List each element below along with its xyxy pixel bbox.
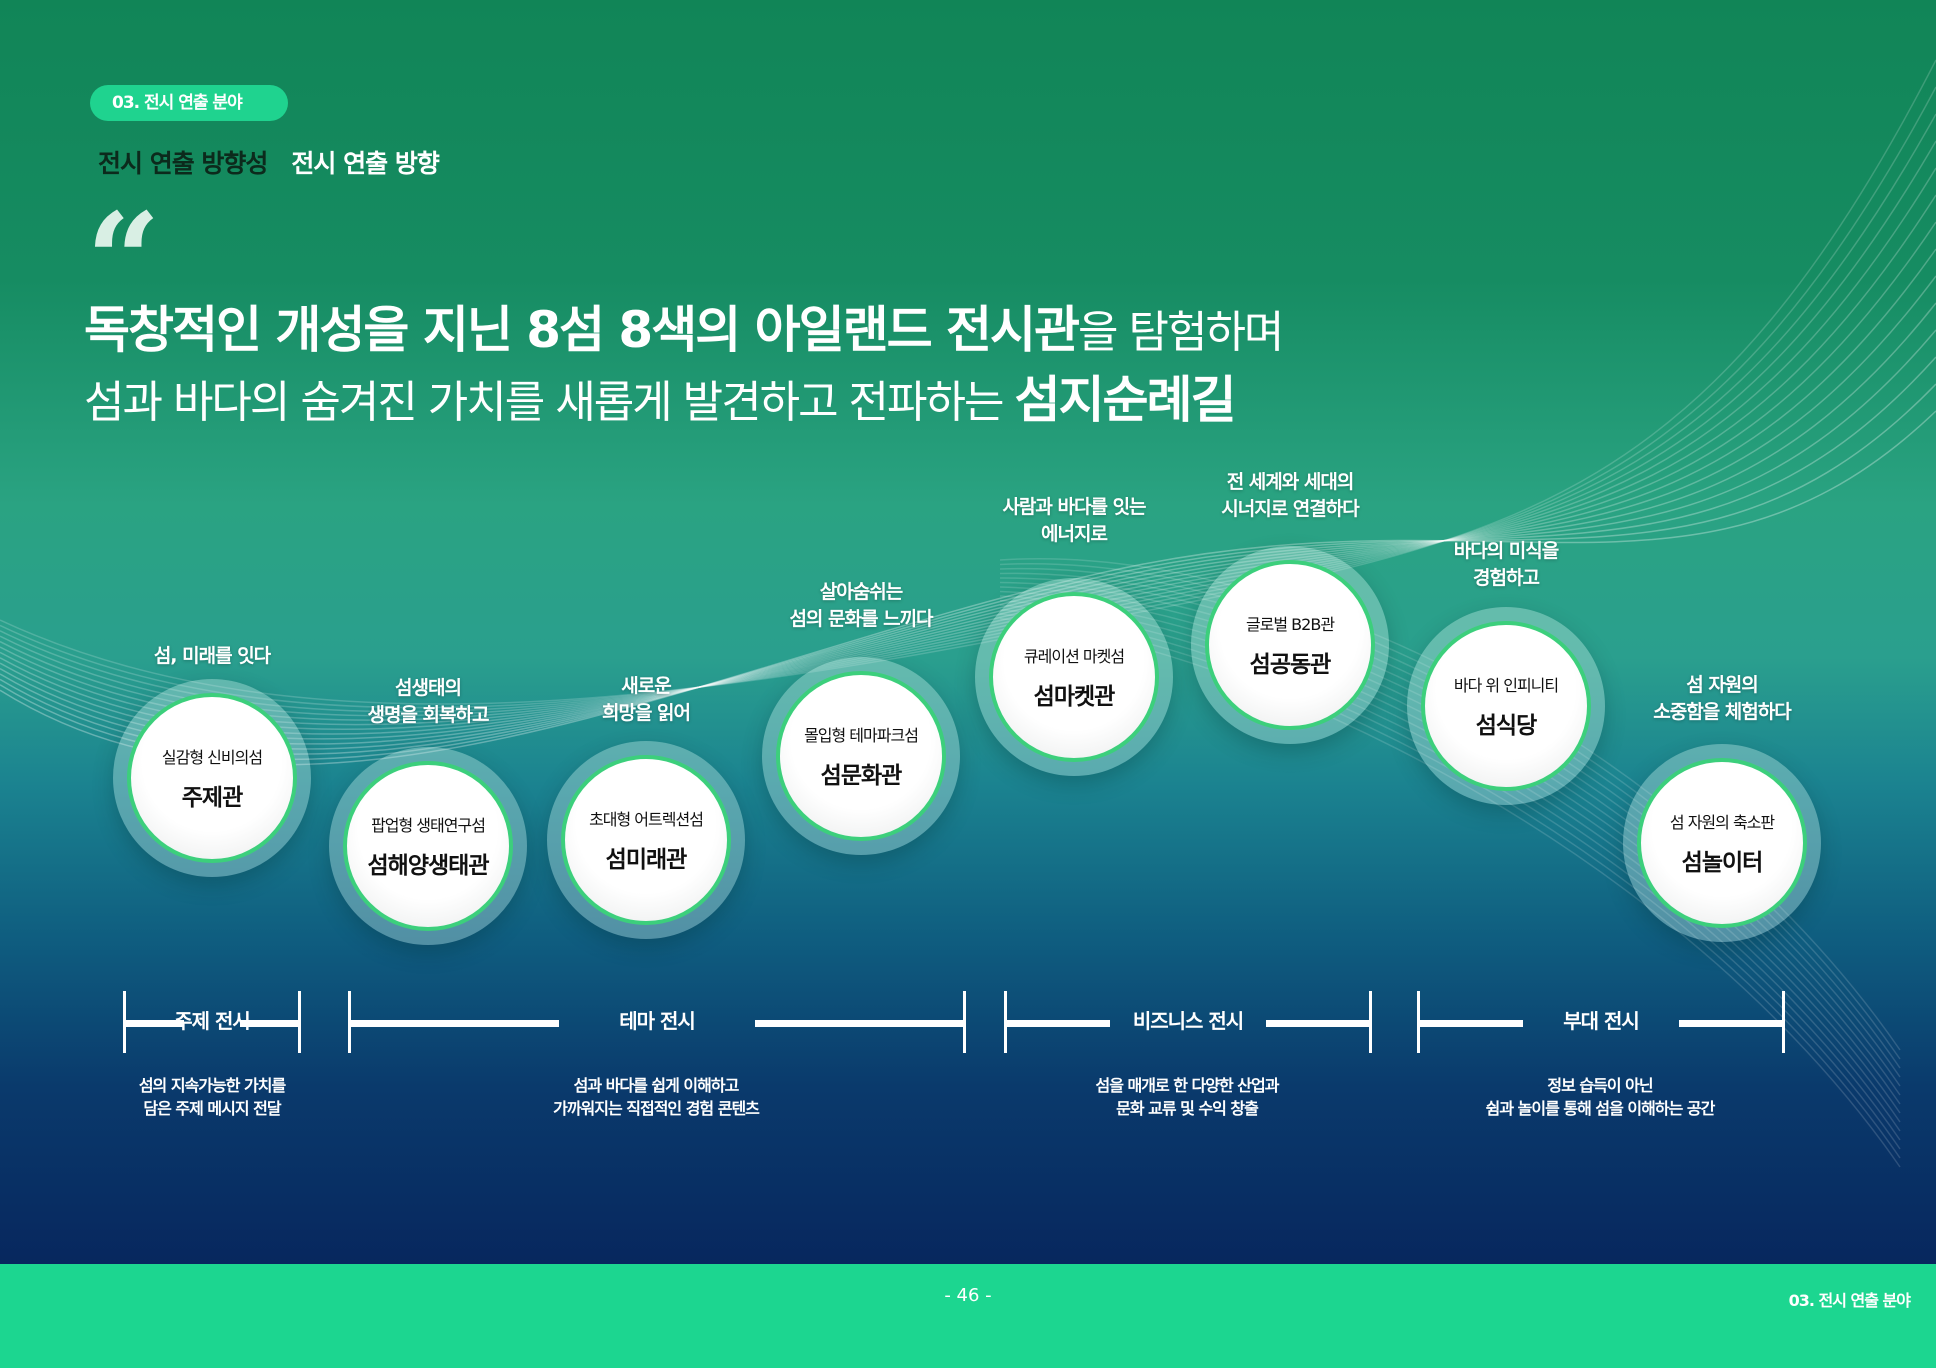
hall-type: 실감형 신비의섬 (161, 748, 263, 767)
headline-line2: 섬과 바다의 숨겨진 가치를 새롭게 발견하고 전파하는 섬지순례길 (84, 360, 1236, 432)
hall-type: 글로벌 B2B관 (1245, 615, 1335, 634)
group-bracket: 비즈니스 전시 (1004, 991, 1372, 1053)
hall-caption: 섬생태의 생명을 회복하고 (367, 677, 490, 726)
subtitle-dark: 전시 연출 방향성 (98, 149, 268, 178)
hall-circle[interactable]: 팝업형 생태연구섬 섬해양생태관 (329, 747, 527, 945)
hall-caption: 사람과 바다를 잇는 에너지로 (1002, 496, 1146, 545)
page-number: - 46 - (944, 1285, 992, 1306)
group-description: 섬과 바다를 쉽게 이해하고 가까워지는 직접적인 경험 콘텐츠 (553, 1076, 760, 1118)
section-pill: 03. 전시 연출 분야 (90, 85, 288, 121)
hall-name: 섬공동관 (1249, 652, 1332, 678)
hall-name: 주제관 (181, 785, 243, 811)
hall-circle[interactable]: 실감형 신비의섬 주제관 (113, 679, 311, 877)
hall-card: 초대형 어트렉션섬 섬미래관 (561, 755, 731, 925)
group-label: 비즈니스 전시 (1132, 1009, 1244, 1033)
subtitle-light: 전시 연출 방향 (291, 149, 439, 178)
background (0, 0, 1936, 1264)
page-subtitle: 전시 연출 방향성 전시 연출 방향 (98, 144, 440, 180)
hall-caption: 섬, 미래를 잇다 (153, 645, 271, 667)
hall-type: 초대형 어트렉션섬 (589, 810, 704, 829)
group-label: 부대 전시 (1563, 1009, 1640, 1033)
headline-light: 을 탐험하며 (1078, 307, 1284, 358)
hall-name: 섬문화관 (820, 763, 903, 789)
hall-type: 바다 위 인피니티 (1453, 676, 1559, 695)
hall-circle[interactable]: 큐레이션 마켓섬 섬마켓관 (975, 578, 1173, 776)
hall-circle[interactable]: 글로벌 B2B관 섬공동관 (1191, 546, 1389, 744)
group-label: 테마 전시 (619, 1009, 696, 1033)
hall-card: 섬 자원의 축소판 섬놀이터 (1637, 758, 1807, 928)
footer-section: 03. 전시 연출 분야 (1788, 1291, 1911, 1310)
hall-name: 섬놀이터 (1681, 850, 1764, 876)
group-description: 정보 습득이 아닌 쉼과 놀이를 통해 섬을 이해하는 공간 (1485, 1076, 1716, 1118)
hall-card: 실감형 신비의섬 주제관 (127, 693, 297, 863)
quote-icon: “ (86, 184, 161, 337)
group-bracket: 부대 전시 (1417, 991, 1785, 1053)
hall-type: 섬 자원의 축소판 (1669, 813, 1775, 832)
headline-bold: 독창적인 개성을 지닌 8섬 8색의 아일랜드 전시관 (84, 301, 1080, 359)
hall-name: 섬미래관 (605, 847, 688, 873)
hall-name: 섬해양생태관 (367, 853, 490, 879)
hall-type: 큐레이션 마켓섬 (1023, 647, 1125, 666)
hall-caption: 전 세계와 세대의 시너지로 연결하다 (1221, 471, 1359, 520)
hall-caption: 바다의 미식을 경험하고 (1453, 540, 1560, 589)
hall-circle[interactable]: 섬 자원의 축소판 섬놀이터 (1623, 744, 1821, 942)
group-label: 주제 전시 (174, 1009, 251, 1033)
group-description: 섬을 매개로 한 다양한 산업과 문화 교류 및 수익 창출 (1095, 1076, 1280, 1118)
hall-card: 몰입형 테마파크섬 섬문화관 (776, 671, 946, 841)
footer-bar (0, 1264, 1936, 1368)
group-bracket: 테마 전시 (348, 991, 966, 1053)
hall-card: 큐레이션 마켓섬 섬마켓관 (989, 592, 1159, 762)
hall-caption: 새로운 희망을 읽어 (601, 675, 691, 724)
hall-circle[interactable]: 몰입형 테마파크섬 섬문화관 (762, 657, 960, 855)
hall-type: 팝업형 생태연구섬 (371, 816, 486, 835)
group-bracket: 주제 전시 (123, 991, 301, 1053)
hall-type: 몰입형 테마파크섬 (804, 726, 919, 745)
hall-name: 섬식당 (1475, 713, 1537, 739)
group-description: 섬의 지속가능한 가치를 담은 주제 메시지 전달 (138, 1076, 286, 1118)
headline-line1: 독창적인 개성을 지닌 8섬 8색의 아일랜드 전시관을 탐험하며 (84, 290, 1284, 362)
hall-circle[interactable]: 바다 위 인피니티 섬식당 (1407, 607, 1605, 805)
headline-line2-light: 섬과 바다의 숨겨진 가치를 새롭게 발견하고 전파하는 (84, 377, 1015, 428)
headline-line2-bold: 섬지순례길 (1014, 371, 1236, 429)
hall-circle[interactable]: 초대형 어트렉션섬 섬미래관 (547, 741, 745, 939)
hall-caption: 살아숨쉬는 섬의 문화를 느끼다 (789, 581, 933, 630)
hall-name: 섬마켓관 (1033, 684, 1116, 710)
hall-card: 팝업형 생태연구섬 섬해양생태관 (343, 761, 513, 931)
hall-caption: 섬 자원의 소중함을 체험하다 (1653, 674, 1791, 723)
hall-card: 글로벌 B2B관 섬공동관 (1205, 560, 1375, 730)
hall-card: 바다 위 인피니티 섬식당 (1421, 621, 1591, 791)
